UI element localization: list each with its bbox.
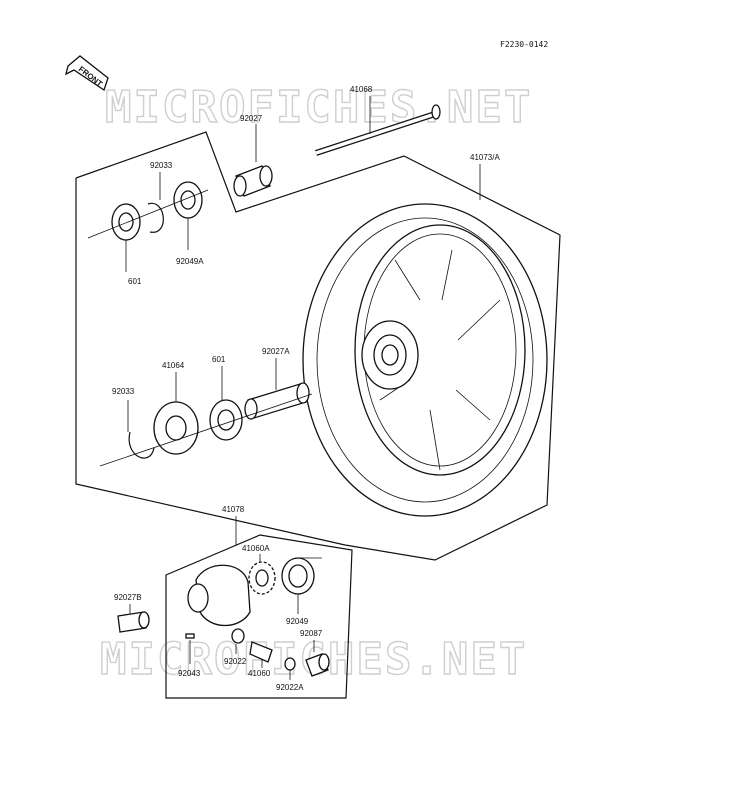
label-bushing: 92087 bbox=[300, 629, 323, 638]
label-axle: 41068 bbox=[350, 85, 373, 94]
reference-code: F2230-0142 bbox=[500, 40, 548, 49]
circlip-mid-part bbox=[128, 431, 155, 459]
drive-gear-part bbox=[249, 641, 273, 663]
label-bearing-mid: 601 bbox=[212, 355, 226, 364]
pin-part bbox=[185, 633, 195, 639]
axle-part bbox=[315, 104, 441, 156]
bearing-top-part bbox=[111, 203, 141, 241]
collar-top-part bbox=[233, 165, 273, 197]
label-bearing-top: 601 bbox=[128, 277, 142, 286]
label-washer-a: 92022A bbox=[276, 683, 304, 692]
spacer-part bbox=[244, 382, 310, 420]
label-spacer: 92027A bbox=[262, 347, 290, 356]
washer-a-part bbox=[284, 657, 296, 671]
label-collar-left: 92027B bbox=[114, 593, 142, 602]
bushing-part bbox=[305, 653, 330, 677]
gear-assembly-boundary bbox=[165, 534, 353, 699]
label-washer: 92022 bbox=[224, 657, 247, 666]
label-gear-housing-part: 41060A bbox=[242, 544, 270, 553]
gear-housing-part bbox=[187, 564, 251, 626]
collar-left-part bbox=[117, 611, 150, 633]
label-circlip-top: 92033 bbox=[150, 161, 173, 170]
seal-top-part bbox=[173, 181, 203, 219]
label-gear-assembly: 41078 bbox=[222, 505, 245, 514]
label-seal-gear: 92049 bbox=[286, 617, 309, 626]
label-wheel: 41073/A bbox=[470, 153, 500, 162]
label-seal-top: 92049A bbox=[176, 257, 204, 266]
seal-gear-part bbox=[281, 557, 315, 595]
front-arrow-icon: FRONT bbox=[65, 55, 109, 92]
bearing-mid-part bbox=[209, 399, 243, 441]
washer-part bbox=[231, 628, 245, 644]
label-collar-top: 92027 bbox=[240, 114, 263, 123]
label-circlip-mid: 92033 bbox=[112, 387, 135, 396]
label-pin: 92043 bbox=[178, 669, 201, 678]
wheel-assembly-boundary bbox=[75, 131, 561, 561]
watermark-top: MICROFICHES.NET bbox=[105, 82, 532, 133]
label-drive-gear: 41060 bbox=[248, 669, 271, 678]
circlip-top-part bbox=[147, 202, 164, 233]
drive-ring-part bbox=[248, 561, 276, 595]
wheel-part bbox=[302, 203, 548, 517]
label-coupling-plate: 41064 bbox=[162, 361, 185, 370]
coupling-plate-part bbox=[153, 401, 199, 455]
